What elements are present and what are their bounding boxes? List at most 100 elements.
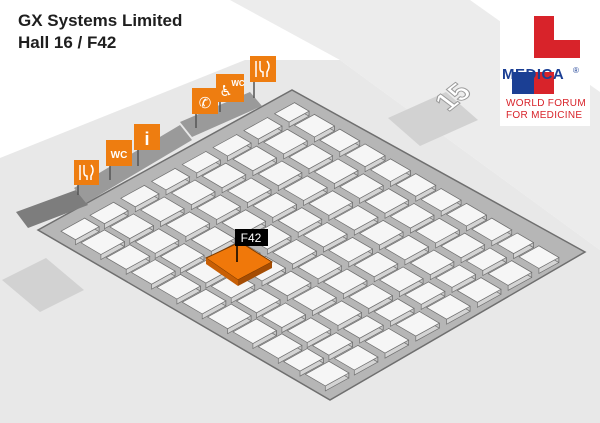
service-wall-left bbox=[16, 190, 88, 228]
booth bbox=[369, 158, 412, 182]
medica-logo: MEDICA ® WORLD FORUM FOR MEDICINE bbox=[500, 14, 590, 126]
booth bbox=[235, 287, 281, 314]
booth bbox=[353, 251, 399, 278]
booth bbox=[313, 158, 359, 185]
booth bbox=[273, 102, 310, 123]
booth bbox=[120, 184, 160, 208]
booth bbox=[456, 277, 502, 303]
booth bbox=[252, 192, 298, 218]
booth bbox=[378, 266, 424, 293]
booth bbox=[364, 188, 410, 214]
booth bbox=[291, 285, 337, 312]
booth bbox=[302, 222, 348, 248]
booth bbox=[266, 270, 312, 297]
booth bbox=[404, 281, 446, 305]
svg-text:WC: WC bbox=[231, 79, 245, 88]
booth bbox=[425, 294, 471, 320]
booth bbox=[134, 228, 180, 254]
page-title: GX Systems Limited Hall 16 / F42 bbox=[18, 10, 182, 54]
booth bbox=[389, 203, 435, 229]
phone-icon: ✆ bbox=[192, 88, 218, 128]
booth bbox=[257, 333, 303, 359]
booth bbox=[395, 173, 437, 197]
booth bbox=[243, 117, 283, 140]
info-icon: i bbox=[134, 124, 160, 166]
booth bbox=[339, 173, 384, 199]
booth bbox=[344, 143, 386, 168]
booth bbox=[156, 273, 202, 300]
booth bbox=[328, 236, 374, 263]
booth bbox=[293, 113, 336, 138]
accessible-wc-icon: ♿ WC bbox=[216, 74, 245, 112]
booth bbox=[445, 202, 488, 227]
booth bbox=[139, 196, 185, 223]
booth bbox=[395, 311, 441, 337]
booth bbox=[333, 344, 379, 371]
booth bbox=[348, 283, 394, 310]
booth bbox=[288, 143, 334, 170]
booth bbox=[165, 211, 211, 237]
company-name: GX Systems Limited bbox=[18, 11, 183, 30]
booth bbox=[322, 268, 368, 295]
booth bbox=[170, 179, 216, 206]
booth bbox=[226, 177, 272, 204]
booth bbox=[487, 260, 533, 286]
booth bbox=[212, 134, 252, 157]
booth bbox=[232, 145, 278, 172]
booth bbox=[277, 207, 323, 233]
restaurant-icon bbox=[74, 160, 99, 195]
booth bbox=[282, 348, 325, 372]
booth bbox=[263, 128, 308, 155]
booth bbox=[181, 151, 222, 174]
booth bbox=[272, 239, 318, 265]
booth bbox=[333, 205, 379, 231]
booth bbox=[373, 298, 415, 322]
booth bbox=[496, 232, 535, 255]
booth bbox=[304, 360, 350, 387]
booth bbox=[89, 201, 129, 225]
booth bbox=[308, 190, 354, 216]
booth bbox=[261, 302, 307, 329]
svg-text:♿: ♿ bbox=[219, 82, 232, 100]
booth-label: F42 bbox=[241, 231, 262, 245]
booth-f42[interactable] bbox=[204, 241, 274, 286]
svg-text:WC: WC bbox=[111, 150, 128, 161]
booth bbox=[109, 213, 155, 240]
booth bbox=[440, 232, 486, 259]
booth bbox=[159, 243, 205, 269]
logo-registered: ® bbox=[573, 66, 579, 75]
svg-text:i: i bbox=[144, 129, 149, 149]
booth bbox=[282, 175, 328, 201]
booth bbox=[311, 332, 354, 356]
booth bbox=[415, 217, 461, 244]
service-wall-mid bbox=[74, 125, 192, 203]
booth bbox=[342, 315, 384, 339]
logo-tagline-1: WORLD FORUM bbox=[506, 98, 586, 109]
booth bbox=[384, 234, 430, 261]
booth bbox=[257, 160, 303, 187]
booth bbox=[317, 300, 363, 326]
booth bbox=[409, 249, 455, 276]
booth-f42-front bbox=[238, 262, 272, 286]
booth bbox=[190, 226, 236, 252]
hall-location: Hall 16 / F42 bbox=[18, 33, 117, 52]
booth bbox=[420, 188, 462, 212]
booth bbox=[465, 247, 508, 271]
booth bbox=[286, 317, 332, 343]
booth bbox=[80, 229, 126, 255]
booth bbox=[471, 217, 513, 242]
booth bbox=[319, 128, 361, 153]
booth bbox=[201, 162, 247, 189]
booth bbox=[196, 194, 241, 220]
booth bbox=[364, 328, 410, 354]
booth bbox=[206, 303, 252, 330]
booth bbox=[60, 217, 100, 241]
service-wall-top bbox=[180, 92, 262, 137]
booth bbox=[150, 167, 191, 191]
wc-icon: WC bbox=[106, 140, 132, 180]
booth bbox=[105, 244, 151, 270]
booth bbox=[297, 253, 343, 280]
medica-cross bbox=[512, 16, 580, 94]
booth bbox=[358, 219, 404, 246]
